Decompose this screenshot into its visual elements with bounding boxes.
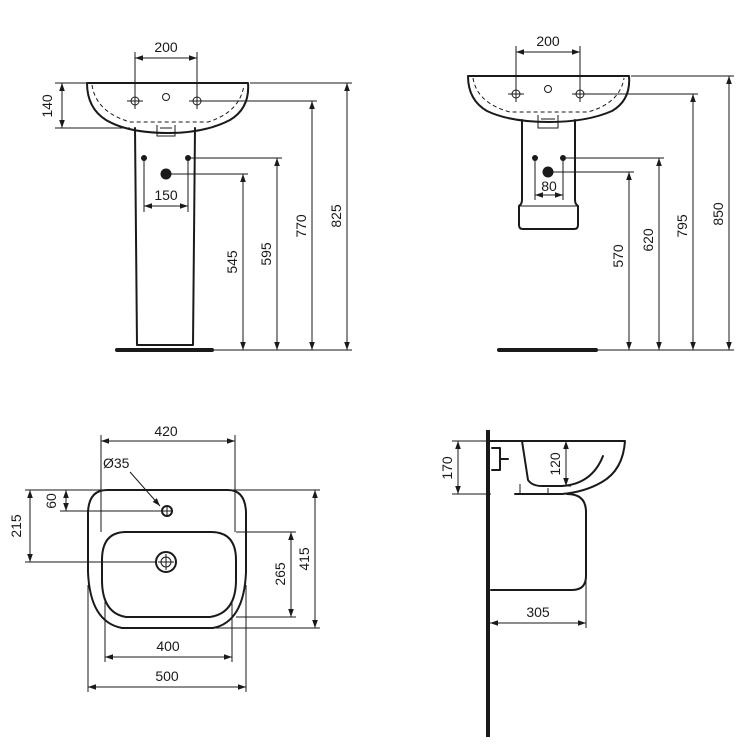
dim-tap-spacing: 200 — [154, 39, 178, 55]
supply-point-left — [141, 155, 147, 161]
pedestal-front-view: 200 140 150 545 595 770 825 — [39, 39, 352, 352]
basin-inner-profile — [517, 440, 604, 487]
trap-profile — [519, 484, 549, 495]
dim-tap-hole: Ø35 — [103, 455, 130, 471]
semi-pedestal-side — [490, 493, 587, 591]
basin-plan-outline — [87, 489, 247, 629]
dim-inner-depth: 265 — [272, 562, 288, 586]
dim-waste-offset: 215 — [8, 514, 24, 538]
dim-waste-height: 545 — [224, 250, 240, 274]
tap-hole — [161, 505, 173, 517]
bracket-profile — [491, 447, 509, 471]
dim-tap-offset: 60 — [43, 493, 59, 509]
pedestal-body — [134, 127, 196, 346]
dim-overflow-height: 120 — [547, 452, 563, 476]
semi-pedestal-body — [518, 119, 579, 230]
dim-overall-depth: 415 — [296, 547, 312, 571]
dim-waste-height: 570 — [610, 244, 626, 268]
dim-waste-width: 80 — [541, 178, 557, 194]
dim-projection: 305 — [526, 604, 550, 620]
tap-hole-leader — [129, 471, 161, 507]
dim-supply-height: 595 — [258, 242, 274, 266]
dim-waste-width: 150 — [154, 187, 178, 203]
plan-view: 420 Ø35 60 215 265 415 400 500 — [8, 423, 320, 692]
waste-fitting — [537, 115, 559, 129]
dim-top-height: 795 — [674, 214, 690, 238]
basin-outline — [467, 75, 631, 123]
dim-inner-width: 400 — [156, 638, 180, 654]
overflow-hole — [544, 85, 552, 93]
dim-overall-height: 825 — [328, 204, 344, 228]
supply-point-right — [185, 155, 191, 161]
supply-point-left — [532, 155, 538, 161]
basin-outline — [86, 82, 250, 134]
dim-bowl-width: 420 — [154, 423, 178, 439]
dim-supply-height: 620 — [640, 228, 656, 252]
basin-inner-dashed — [91, 84, 245, 123]
basin-side-outline — [487, 440, 626, 495]
overflow-hole — [162, 93, 170, 101]
bowl-outline — [101, 531, 237, 618]
dim-top-height: 770 — [293, 214, 309, 238]
waste-outlet — [155, 551, 177, 573]
waste-fitting — [156, 125, 176, 137]
dim-rim-height: 170 — [439, 456, 455, 480]
basin-inner-dashed — [472, 77, 625, 113]
side-view: 170 120 305 — [439, 430, 626, 737]
dim-overall-height: 850 — [710, 202, 726, 226]
dim-tap-spacing: 200 — [536, 33, 560, 49]
dim-basin-height: 140 — [39, 94, 55, 118]
supply-point-right — [560, 155, 566, 161]
dim-overall-width: 500 — [155, 668, 179, 684]
semi-pedestal-front-view: 200 80 570 620 795 850 — [467, 33, 734, 352]
